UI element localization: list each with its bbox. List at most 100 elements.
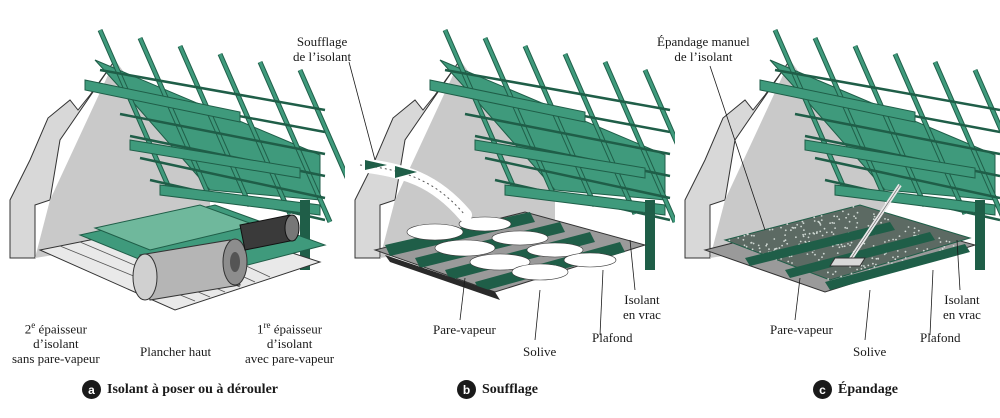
- leader-lines: [709, 65, 961, 341]
- speckle: [926, 248, 929, 250]
- speckle: [757, 244, 760, 247]
- caption-badge: c: [813, 380, 832, 399]
- speckle: [802, 233, 804, 236]
- speckle: [884, 241, 886, 243]
- speckle: [750, 242, 752, 244]
- speckle: [753, 234, 755, 237]
- purlin: [159, 184, 321, 216]
- speckle: [728, 239, 731, 242]
- attic-structure: [684, 28, 1000, 270]
- speckle: [872, 218, 875, 221]
- knee-wall-post: [975, 200, 985, 270]
- speckle: [848, 220, 851, 223]
- speckle: [894, 258, 897, 261]
- speckle: [768, 248, 770, 251]
- speckle: [799, 240, 802, 243]
- batten: [794, 112, 1000, 156]
- speckle: [887, 218, 889, 221]
- speckle: [834, 270, 837, 273]
- batten: [464, 112, 671, 156]
- speckle: [847, 243, 849, 245]
- speckle: [811, 251, 814, 254]
- speckle: [873, 266, 876, 268]
- batten: [814, 156, 1000, 200]
- speckle: [751, 248, 754, 251]
- speckle: [819, 230, 822, 233]
- batten: [99, 68, 326, 112]
- rafter: [298, 69, 345, 177]
- speckle: [820, 219, 823, 222]
- speckle: [854, 217, 857, 220]
- speckle: [801, 220, 804, 223]
- speckle: [867, 264, 870, 267]
- speckle: [943, 246, 946, 248]
- speckle: [884, 218, 886, 220]
- speckle: [838, 218, 841, 221]
- speckle: [836, 252, 839, 255]
- attic-structure: [354, 28, 675, 270]
- speckle: [948, 241, 951, 243]
- rake-tool: [829, 183, 902, 267]
- purlin: [504, 184, 666, 216]
- speckle: [784, 234, 786, 237]
- speckle: [834, 227, 836, 230]
- speckle: [836, 215, 839, 218]
- speckle: [856, 268, 858, 271]
- gable-wall-edge: [9, 59, 116, 259]
- speckle: [742, 238, 745, 241]
- batten: [119, 112, 326, 156]
- speckle: [831, 245, 834, 248]
- speckle: [917, 229, 920, 232]
- purlin: [759, 79, 916, 123]
- arrow-icon: [395, 166, 417, 178]
- speckle: [784, 229, 787, 232]
- loose-insulation: [406, 216, 617, 281]
- panel-spread-insulation: Épandage manuel de l’isolant Pare-vapeur…: [657, 0, 1000, 418]
- speckle: [796, 223, 799, 226]
- speckle: [897, 255, 899, 258]
- caption-badge: a: [82, 380, 101, 399]
- speckle: [833, 215, 836, 218]
- batten: [484, 156, 671, 200]
- speckle: [780, 258, 782, 260]
- speckle: [806, 253, 809, 256]
- attic-illustration-b: [348, 28, 675, 341]
- speckle: [800, 225, 802, 228]
- label-vapor-barrier: Pare-vapeur: [433, 322, 496, 337]
- purlin: [84, 79, 241, 123]
- speckle: [743, 244, 746, 247]
- purlin: [429, 79, 586, 123]
- vapor-barrier: [385, 255, 500, 300]
- speckle: [768, 228, 771, 231]
- speckle: [856, 211, 859, 214]
- speckle: [850, 272, 853, 275]
- speckle: [807, 236, 810, 239]
- label-manual-spreading: Épandage manuel de l’isolant: [657, 34, 750, 64]
- speckle: [844, 226, 847, 229]
- speckle: [880, 221, 882, 224]
- speckle: [853, 215, 855, 218]
- speckle: [849, 266, 851, 268]
- speckle: [827, 271, 829, 274]
- speckle: [825, 231, 828, 234]
- speckle: [829, 222, 831, 225]
- speckle: [845, 216, 847, 219]
- speckle: [819, 222, 821, 225]
- speckle: [815, 232, 818, 235]
- label-ceiling: Plafond: [920, 330, 961, 345]
- leader-lines: [348, 61, 636, 341]
- speckle: [888, 239, 890, 242]
- speckle: [745, 245, 748, 248]
- rafter: [773, 29, 847, 191]
- rafter: [98, 29, 172, 191]
- speckle: [818, 259, 820, 261]
- caption-text: Soufflage: [482, 381, 538, 397]
- attic-illustration-c: [684, 28, 1000, 341]
- speckle: [952, 245, 955, 247]
- speckle: [821, 234, 824, 237]
- speckle: [752, 242, 755, 245]
- speckle: [895, 238, 897, 241]
- panel-blown-insulation: Soufflage de l’isolant Pare-vapeur Soliv…: [293, 0, 675, 418]
- speckle: [808, 232, 811, 235]
- speckle: [786, 242, 789, 245]
